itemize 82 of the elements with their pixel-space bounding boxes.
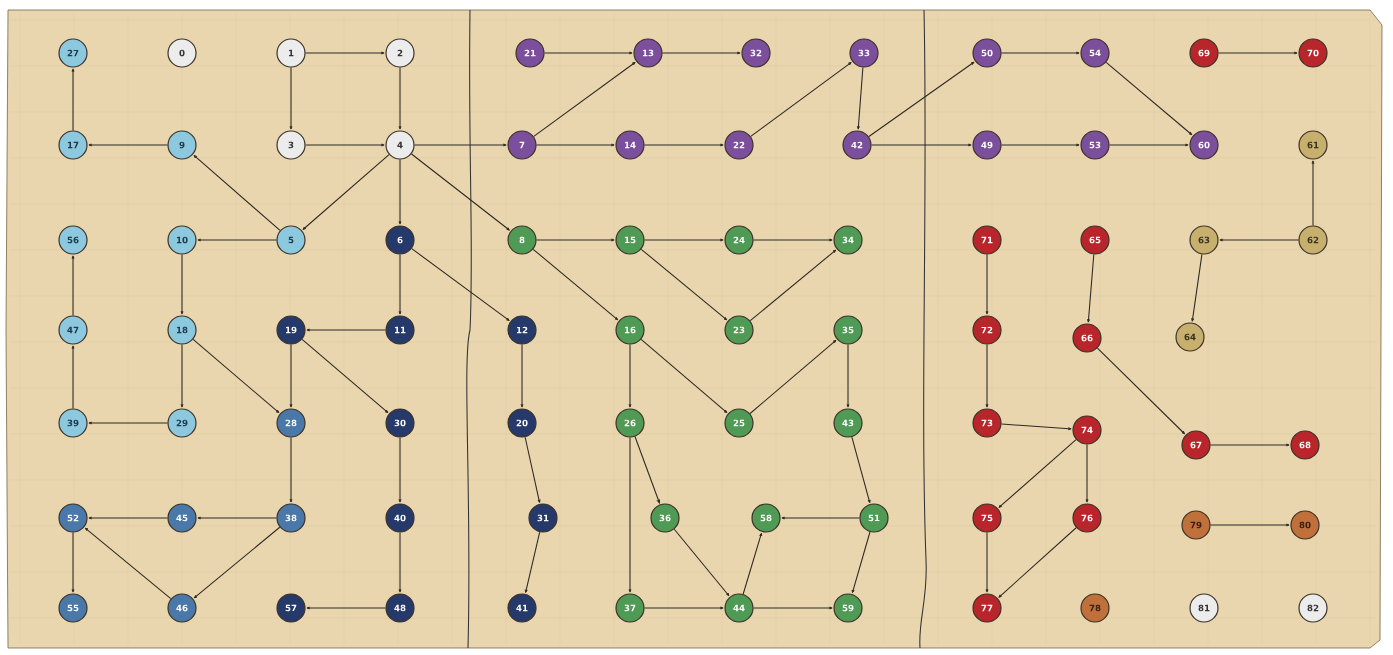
connector — [749, 339, 837, 415]
connector — [749, 249, 837, 322]
connector — [851, 436, 871, 504]
connector — [88, 516, 168, 520]
connector — [851, 531, 871, 594]
connector — [193, 155, 281, 231]
connector — [411, 153, 510, 231]
connector — [1191, 253, 1203, 322]
connector — [71, 255, 75, 316]
connector — [1218, 51, 1298, 55]
connector — [985, 254, 989, 315]
connector — [644, 143, 724, 147]
connector — [192, 338, 280, 414]
connector — [411, 248, 510, 321]
connector — [1096, 347, 1186, 435]
connector — [398, 437, 402, 503]
connector — [998, 439, 1077, 508]
connector — [1210, 523, 1290, 527]
connector — [398, 532, 402, 593]
connector — [1087, 254, 1095, 323]
connector — [398, 67, 402, 130]
connector — [753, 606, 833, 610]
connector — [197, 238, 277, 242]
connector — [1001, 423, 1072, 431]
connector — [520, 344, 524, 408]
connector — [398, 254, 402, 315]
connector — [71, 345, 75, 409]
connector — [856, 67, 864, 130]
connector — [306, 606, 386, 610]
connector — [180, 254, 184, 315]
connector — [644, 606, 724, 610]
connector — [985, 532, 989, 593]
connector — [197, 516, 277, 520]
connector — [289, 344, 293, 408]
connector — [544, 51, 633, 55]
connector — [1109, 143, 1189, 147]
connector — [414, 143, 507, 147]
connector — [84, 527, 172, 600]
connector — [306, 328, 386, 332]
connector — [1210, 443, 1290, 447]
connector — [846, 344, 850, 408]
connector — [781, 516, 860, 520]
connector — [1085, 444, 1089, 503]
connector — [871, 143, 972, 147]
connector — [524, 436, 541, 503]
connector — [398, 159, 402, 225]
connector — [193, 526, 281, 599]
connector — [673, 528, 730, 597]
connector — [180, 344, 184, 408]
connector — [753, 238, 833, 242]
connector — [1001, 51, 1080, 55]
connector — [644, 238, 724, 242]
connector — [640, 338, 728, 414]
connector — [1311, 160, 1315, 226]
connector — [289, 437, 293, 503]
connector — [868, 61, 975, 138]
connector — [742, 532, 763, 595]
connector — [1001, 143, 1080, 147]
connector — [1219, 238, 1299, 242]
connector — [71, 68, 75, 131]
connector — [305, 143, 385, 147]
connector — [533, 61, 636, 137]
connector — [750, 61, 852, 137]
connector — [88, 421, 168, 425]
connector — [289, 67, 293, 130]
connector — [302, 154, 390, 230]
connector — [628, 344, 632, 408]
connector — [1105, 61, 1193, 136]
connector — [71, 532, 75, 593]
connector — [301, 338, 389, 414]
connector — [628, 437, 632, 593]
connector — [532, 248, 619, 321]
connector — [536, 143, 615, 147]
connector — [998, 527, 1077, 598]
connector — [662, 51, 741, 55]
connector — [536, 238, 615, 242]
connector — [524, 531, 541, 593]
connector — [985, 344, 989, 408]
connector — [640, 248, 728, 321]
connector — [634, 436, 660, 504]
connector — [88, 143, 168, 147]
connector — [305, 51, 385, 55]
